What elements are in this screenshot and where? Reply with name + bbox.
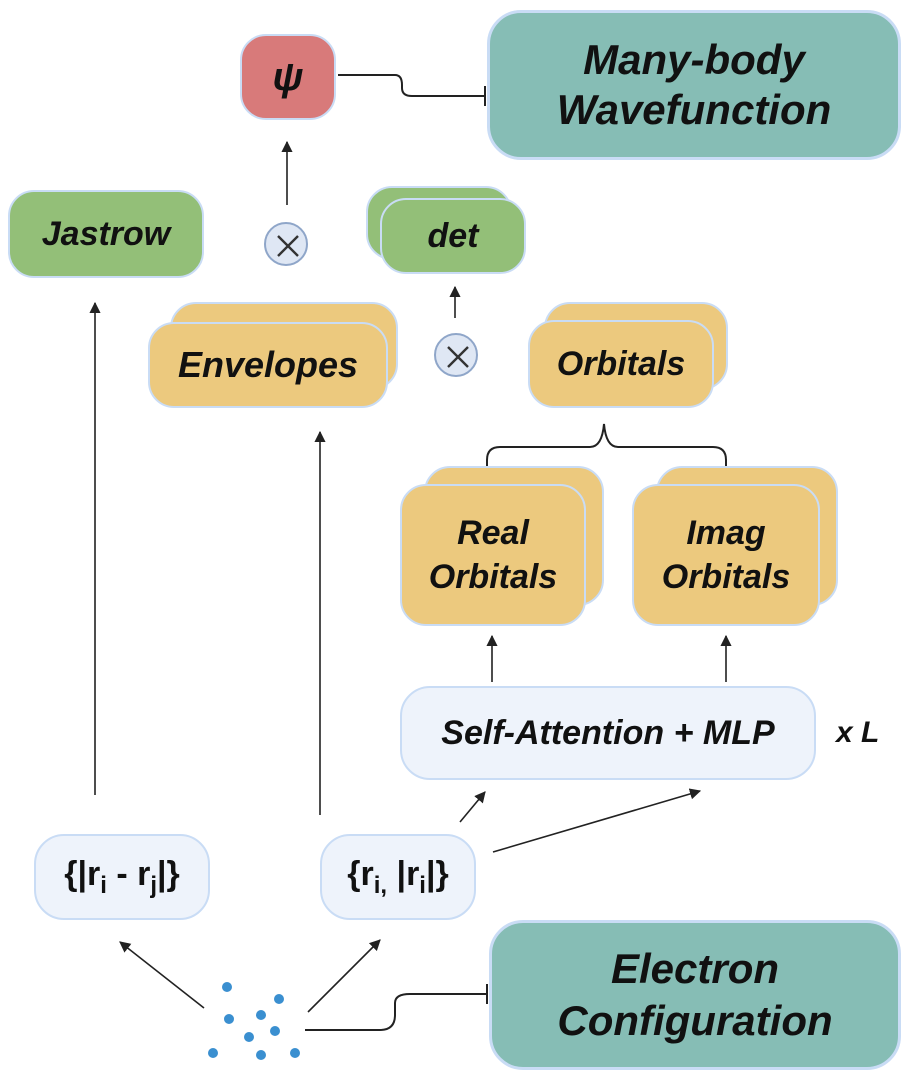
single-close-brace: |} xyxy=(425,854,449,893)
single-subscript-i-comma: i, xyxy=(373,871,388,899)
jastrow-box: Jastrow xyxy=(8,190,204,278)
real-orbitals-label-line1: Real xyxy=(457,514,529,552)
orbitals-box: Orbitals xyxy=(528,320,714,408)
arrow-electrons-to-single xyxy=(307,939,381,1013)
electron-dot xyxy=(208,1048,218,1058)
pair-subscript-i: i xyxy=(100,871,107,899)
self-attention-label: Self-Attention + MLP xyxy=(441,713,775,752)
electron-dot xyxy=(290,1048,300,1058)
electron-dot xyxy=(256,1010,266,1020)
psi-node: ψ xyxy=(240,34,336,120)
envelopes-label: Envelopes xyxy=(177,344,359,385)
tensor-product-top-icon xyxy=(264,222,308,266)
electron-config-label-line1: Electron xyxy=(610,945,780,992)
single-subscript-i: i xyxy=(419,871,426,899)
self-attention-mlp-box: Self-Attention + MLP xyxy=(400,686,816,780)
arrow-electrons-to-pair xyxy=(119,941,205,1009)
imag-orbitals-label-line2: Orbitals xyxy=(661,558,791,596)
electron-dot xyxy=(274,994,284,1004)
electron-dot xyxy=(244,1032,254,1042)
pair-distance-features-box: {|ri - rj|} xyxy=(34,834,210,920)
pair-features-label: {|ri - rj|} xyxy=(64,855,180,900)
many-body-label-line1: Many-body xyxy=(583,36,805,83)
electron-configuration-box: Electron Configuration xyxy=(489,920,901,1070)
det-box: det xyxy=(380,198,526,274)
psi-symbol: ψ xyxy=(272,54,304,99)
real-orbitals-label-line2: Orbitals xyxy=(428,558,558,596)
real-orbitals-box: Real Orbitals xyxy=(400,484,586,626)
electron-dot xyxy=(222,982,232,992)
single-r-i-norm: r xyxy=(406,854,420,893)
pair-r-j: r xyxy=(137,854,151,893)
pair-open-brace: {| xyxy=(64,854,87,893)
single-norm-open: | xyxy=(387,854,407,893)
repeat-layers-label: x L xyxy=(836,716,880,749)
electron-dot xyxy=(256,1050,266,1060)
psi-to-wavefunction-connector xyxy=(338,74,485,97)
orbitals-label: Orbitals xyxy=(556,344,686,383)
pair-minus: - xyxy=(106,854,138,893)
many-body-wavefunction-box: Many-body Wavefunction xyxy=(487,10,901,160)
electron-dot xyxy=(270,1026,280,1036)
many-body-label-line2: Wavefunction xyxy=(556,86,832,133)
electron-config-label-line2: Configuration xyxy=(557,997,833,1044)
pair-close-brace: |} xyxy=(157,854,180,893)
single-r-i: r xyxy=(360,854,374,893)
electron-dot xyxy=(224,1014,234,1024)
imag-orbitals-box: Imag Orbitals xyxy=(632,484,820,626)
single-open-brace: { xyxy=(347,854,361,893)
det-label: det xyxy=(427,216,479,255)
electrons-to-config-connector xyxy=(305,993,487,1031)
pair-subscript-j: j xyxy=(150,871,158,899)
jastrow-label: Jastrow xyxy=(41,214,171,253)
tensor-product-middle-icon xyxy=(434,333,478,377)
arrow-single-to-attention-right xyxy=(492,788,702,853)
envelopes-box: Envelopes xyxy=(148,322,388,408)
arrow-single-to-attention-left xyxy=(459,791,486,823)
single-features-label: {ri, |ri|} xyxy=(347,855,448,900)
single-electron-features-box: {ri, |ri|} xyxy=(320,834,476,920)
imag-orbitals-label-line1: Imag xyxy=(686,514,766,552)
pair-r-i: r xyxy=(86,854,101,893)
orbitals-brace xyxy=(486,423,727,475)
